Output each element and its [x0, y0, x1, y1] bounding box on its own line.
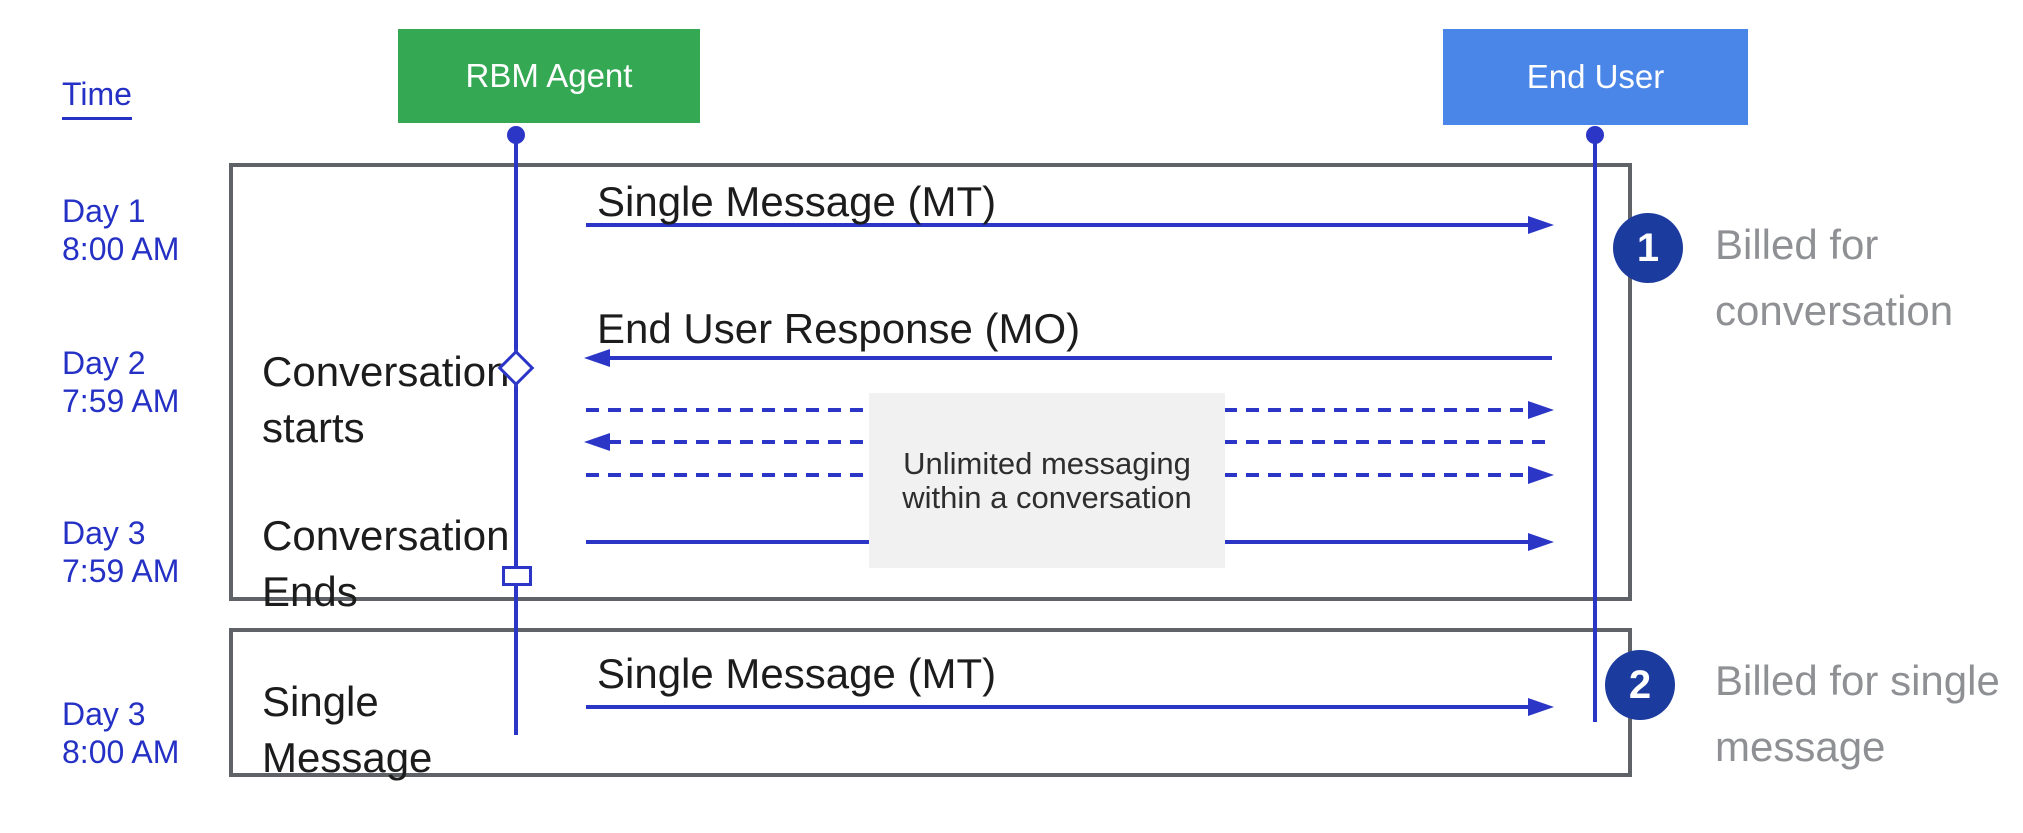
- conversation-end-marker-icon: [502, 566, 532, 586]
- rbm-lifeline-dot: [507, 126, 525, 144]
- phase-conversation-starts-line1: Conversation: [262, 348, 510, 395]
- rbm-lifeline: [514, 135, 518, 735]
- time-label-day2-day: Day 2: [62, 345, 146, 381]
- conversation-frame: [229, 163, 1632, 601]
- time-label-day3-end-day: Day 3: [62, 515, 146, 551]
- phase-single-message-line1: Single: [262, 678, 379, 725]
- billing-text-2: Billed for single message: [1715, 648, 2000, 780]
- time-label-day2-time: 7:59 AM: [62, 383, 180, 419]
- billing-text-1-line2: conversation: [1715, 287, 1954, 334]
- message-2-arrowhead-icon: [584, 349, 610, 367]
- message-1-line: [586, 223, 1530, 227]
- time-label-day3-single-time: 8:00 AM: [62, 734, 180, 770]
- actor-end-user-label: End User: [1526, 58, 1665, 95]
- billing-text-1: Billed for conversation: [1715, 212, 1953, 344]
- time-axis-label: Time: [62, 76, 132, 120]
- message-4-arrowhead-icon: [584, 433, 610, 451]
- phase-conversation-ends-line1: Conversation: [262, 512, 510, 559]
- phase-conversation-ends-line2: Ends: [262, 568, 358, 615]
- actor-rbm-agent-label: RBM Agent: [465, 57, 633, 94]
- billing-badge-2-number: 2: [1628, 662, 1652, 707]
- actor-end-user: End User: [1443, 29, 1748, 125]
- phase-label-conversation-starts: Conversation starts: [262, 344, 509, 456]
- message-2-line: [608, 356, 1552, 360]
- billing-badge-1-number: 1: [1636, 225, 1660, 270]
- phase-single-message-line2: Message: [262, 734, 433, 781]
- unlimited-messaging-note: Unlimited messaging within a conversatio…: [869, 393, 1225, 568]
- billing-badge-2: 2: [1605, 650, 1675, 720]
- unlimited-messaging-note-line2: within a conversation: [902, 479, 1192, 515]
- billing-badge-1: 1: [1613, 213, 1683, 283]
- time-label-day3-single-day: Day 3: [62, 696, 146, 732]
- actor-rbm-agent: RBM Agent: [398, 29, 700, 123]
- end-user-lifeline: [1593, 135, 1597, 722]
- message-7-label: Single Message (MT): [597, 650, 997, 697]
- end-user-lifeline-dot: [1586, 126, 1604, 144]
- message-2-label: End User Response (MO): [597, 305, 1081, 352]
- message-1-arrowhead-icon: [1528, 216, 1554, 234]
- message-7-arrowhead-icon: [1528, 698, 1554, 716]
- billing-text-2-line1: Billed for single: [1715, 657, 2000, 704]
- message-1-label: Single Message (MT): [597, 178, 997, 225]
- message-6-arrowhead-icon: [1528, 533, 1554, 551]
- phase-conversation-starts-line2: starts: [262, 404, 365, 451]
- billing-text-2-line2: message: [1715, 723, 1886, 770]
- time-label-day1-day: Day 1: [62, 193, 146, 229]
- billing-text-1-line1: Billed for: [1715, 221, 1879, 268]
- time-label-day3-end-time: 7:59 AM: [62, 553, 180, 589]
- message-5-arrowhead-icon: [1528, 466, 1554, 484]
- message-3-arrowhead-icon: [1528, 401, 1554, 419]
- message-7-line: [586, 705, 1530, 709]
- unlimited-messaging-note-line1: Unlimited messaging: [903, 445, 1191, 481]
- time-label-day1-time: 8:00 AM: [62, 231, 180, 267]
